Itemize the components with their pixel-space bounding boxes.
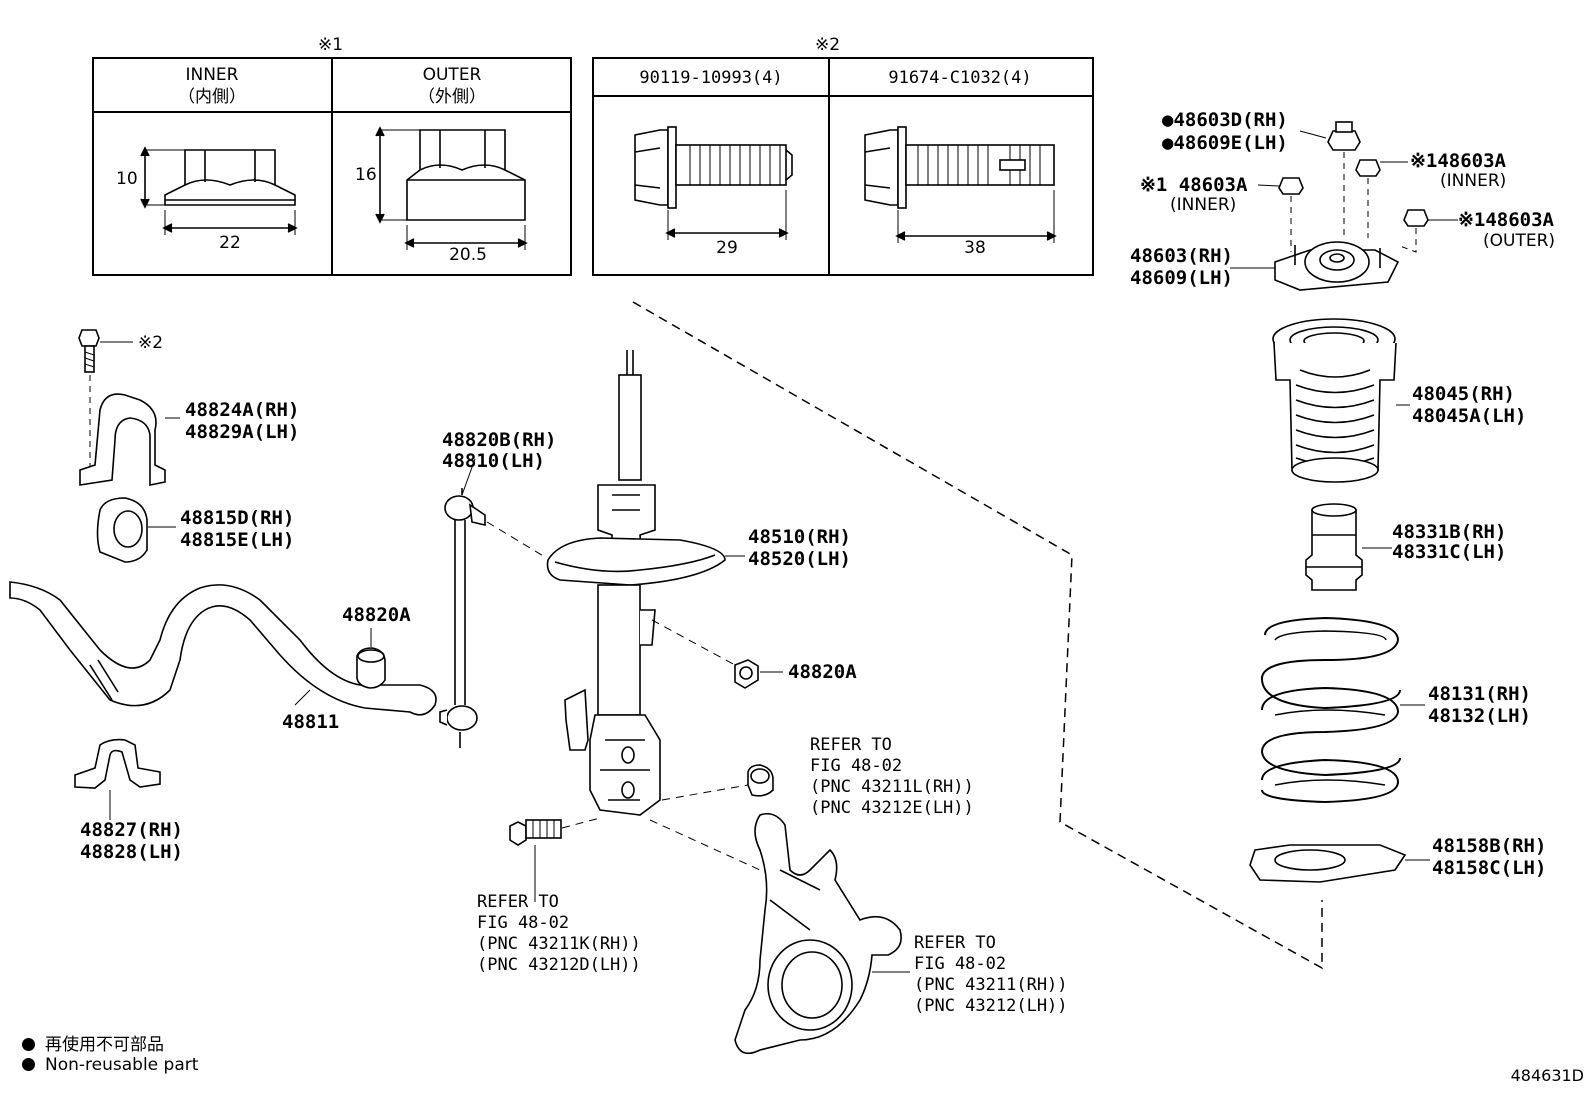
ref2-line-c: (PNC 43211K(RH)) [477,934,641,954]
label-bolt-mark: ※2 [138,333,163,353]
lower-nut [747,764,774,797]
col-head-outer: OUTER [423,65,482,85]
spring-seat [546,537,726,586]
stabilizer-link-bushing [356,647,386,689]
label-48609e: ●48609E(LH) [1162,132,1288,154]
label-inner-left: (INNER) [1170,195,1236,215]
label-48603: 48603(RH) [1130,245,1233,267]
outer-height: 16 [355,165,377,185]
label-48045: 48045(RH) [1412,383,1515,405]
ref2-line-a: REFER TO [477,892,559,912]
callout-labels: ●48603D(RH) ●48609E(LH) ※148603A (INNER)… [80,109,1555,1016]
ref1-line-c: (PNC 43211L(RH)) [810,777,974,797]
label-48603a-inner-right: ※148603A [1410,150,1507,172]
label-48820a-nut: 48820A [788,661,857,683]
col-sub-outer: （外側） [418,87,486,107]
ref2-line-d: (PNC 43212D(LH)) [477,955,641,975]
table-mark-2: ※2 [815,35,840,55]
label-48045a: 48045A(LH) [1412,405,1526,427]
label-48331c: 48331C(LH) [1392,541,1506,563]
ref3-line-d: (PNC 43212(LH)) [914,996,1068,1016]
label-48828: 48828(LH) [80,841,183,863]
label-48603a-outer: ※148603A [1458,209,1555,231]
nut-48603a-inner-right [1355,159,1381,177]
table-mark-1: ※1 [318,35,343,55]
label-inner-right: (INNER) [1440,171,1506,191]
outer-width: 20.5 [449,245,487,265]
label-48609: 48609(LH) [1130,267,1233,289]
stabilizer-bar [9,581,437,716]
col-head-inner: INNER [185,65,238,85]
label-48820b: 48820B(RH) [442,429,556,451]
col-head-bolt-a: 90119-10993(4) [639,68,782,88]
label-48520: 48520(LH) [748,548,851,570]
ref3-line-b: FIG 48-02 [914,954,1006,974]
inner-width: 22 [219,233,241,253]
bolt-b-drawing [864,126,1057,243]
legend-en: Non-reusable part [22,1055,198,1075]
label-48815d: 48815D(RH) [180,507,294,529]
legend-en-text: Non-reusable part [45,1055,199,1075]
lower-spring-insulator [1249,844,1430,883]
outer-nut-drawing [375,126,528,250]
label-48131: 48131(RH) [1428,683,1531,705]
label-48811: 48811 [282,711,339,733]
inner-nut-drawing [140,146,298,235]
lower-bolt [509,821,527,846]
label-48331b: 48331B(RH) [1392,521,1506,543]
label-outer: (OUTER) [1483,231,1555,251]
label-48510: 48510(RH) [748,526,851,548]
upper-mount-parts [1230,121,1458,883]
ref1-line-d: (PNC 43212E(LH)) [810,798,974,818]
link-nut [734,659,759,689]
bolt-b-length: 38 [964,238,986,258]
ref2-line-b: FIG 48-02 [477,913,569,933]
label-48158b: 48158B(RH) [1432,835,1546,857]
label-48603d: ●48603D(RH) [1162,109,1288,131]
ref1-line-a: REFER TO [810,735,892,755]
label-48158c: 48158C(LH) [1432,857,1546,879]
stabilizer-parts [9,329,437,820]
label-48827: 48827(RH) [80,819,183,841]
bolt-a-drawing [634,126,793,240]
ref3-line-a: REFER TO [914,933,996,953]
figure-id: 484631D [1510,1066,1584,1085]
shock-absorber [546,350,745,816]
ref3-line-c: (PNC 43211(RH)) [914,975,1068,995]
nut-48603a-outer [1403,209,1429,227]
bound-stopper [1305,503,1392,591]
assembly-boundary [632,301,1323,970]
label-48603a-inner-left: ※1 48603A [1140,174,1248,196]
stabilizer-bracket [79,393,166,486]
col-sub-inner: （内側） [178,87,246,107]
inner-height: 10 [116,169,138,189]
stabilizer-bushing [96,497,148,563]
col-head-bolt-b: 91674-C1032(4) [888,68,1031,88]
bullet-icon [22,1038,35,1051]
label-48810: 48810(LH) [442,450,545,472]
bolt-a-length: 29 [716,238,738,258]
nut-48603d [1327,130,1361,151]
coil-spring [1260,616,1425,804]
stabilizer-clamp [74,738,161,789]
nut-size-table: ※1 INNER （内側） OUTER （外側） 10 22 [92,35,572,276]
legend-jp: 再使用不可部品 [22,1030,164,1055]
bolt-icon [78,329,100,347]
steering-knuckle [649,812,910,1055]
label-48820a-top: 48820A [342,604,411,626]
label-48824a: 48824A(RH) [185,399,299,421]
label-48815e: 48815E(LH) [180,529,294,551]
bolt-size-table: ※2 90119-10993(4) 91674-C1032(4) 29 [592,35,1094,276]
label-48829a: 48829A(LH) [185,421,299,443]
bullet-icon [22,1058,35,1071]
legend-jp-text: 再使用不可部品 [45,1035,164,1055]
nut-48603a-inner-left [1278,177,1304,195]
dust-boot [1272,318,1410,483]
stabilizer-link [439,458,546,748]
label-48132: 48132(LH) [1428,705,1531,727]
ref1-line-b: FIG 48-02 [810,756,902,776]
